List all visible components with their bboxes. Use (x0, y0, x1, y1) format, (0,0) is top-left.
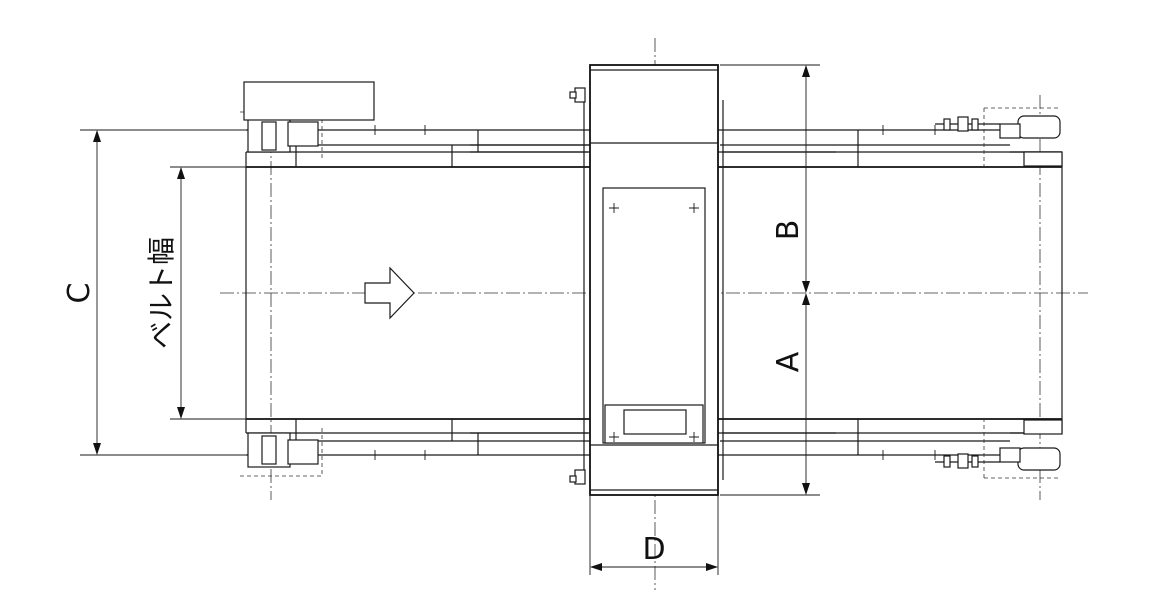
display-window (623, 409, 687, 435)
tension-screw-top (935, 116, 1000, 132)
dimension-d-label: D (642, 532, 665, 567)
detector-panel (602, 187, 706, 444)
rail-bolts (370, 125, 940, 460)
flow-direction-arrow-icon (364, 266, 415, 320)
dimension-a-label: A (771, 351, 806, 372)
belt-width-label: ベルト幅 (145, 237, 178, 349)
dimension-belt-width: ベルト幅 (145, 166, 246, 420)
bearing-top-right (1017, 115, 1061, 139)
conveyor-frame (240, 81, 1063, 479)
drive-motor (243, 81, 375, 121)
detector-head (569, 64, 724, 496)
dimension-b-label: B (771, 220, 806, 241)
dimension-c-label: C (62, 283, 97, 304)
dimension-c: C (62, 129, 246, 456)
dimension-d: D (589, 495, 719, 575)
bearing-bottom-right (1017, 447, 1061, 471)
dimension-a-b: B A (720, 64, 820, 496)
tension-screw-bottom (935, 453, 1000, 469)
